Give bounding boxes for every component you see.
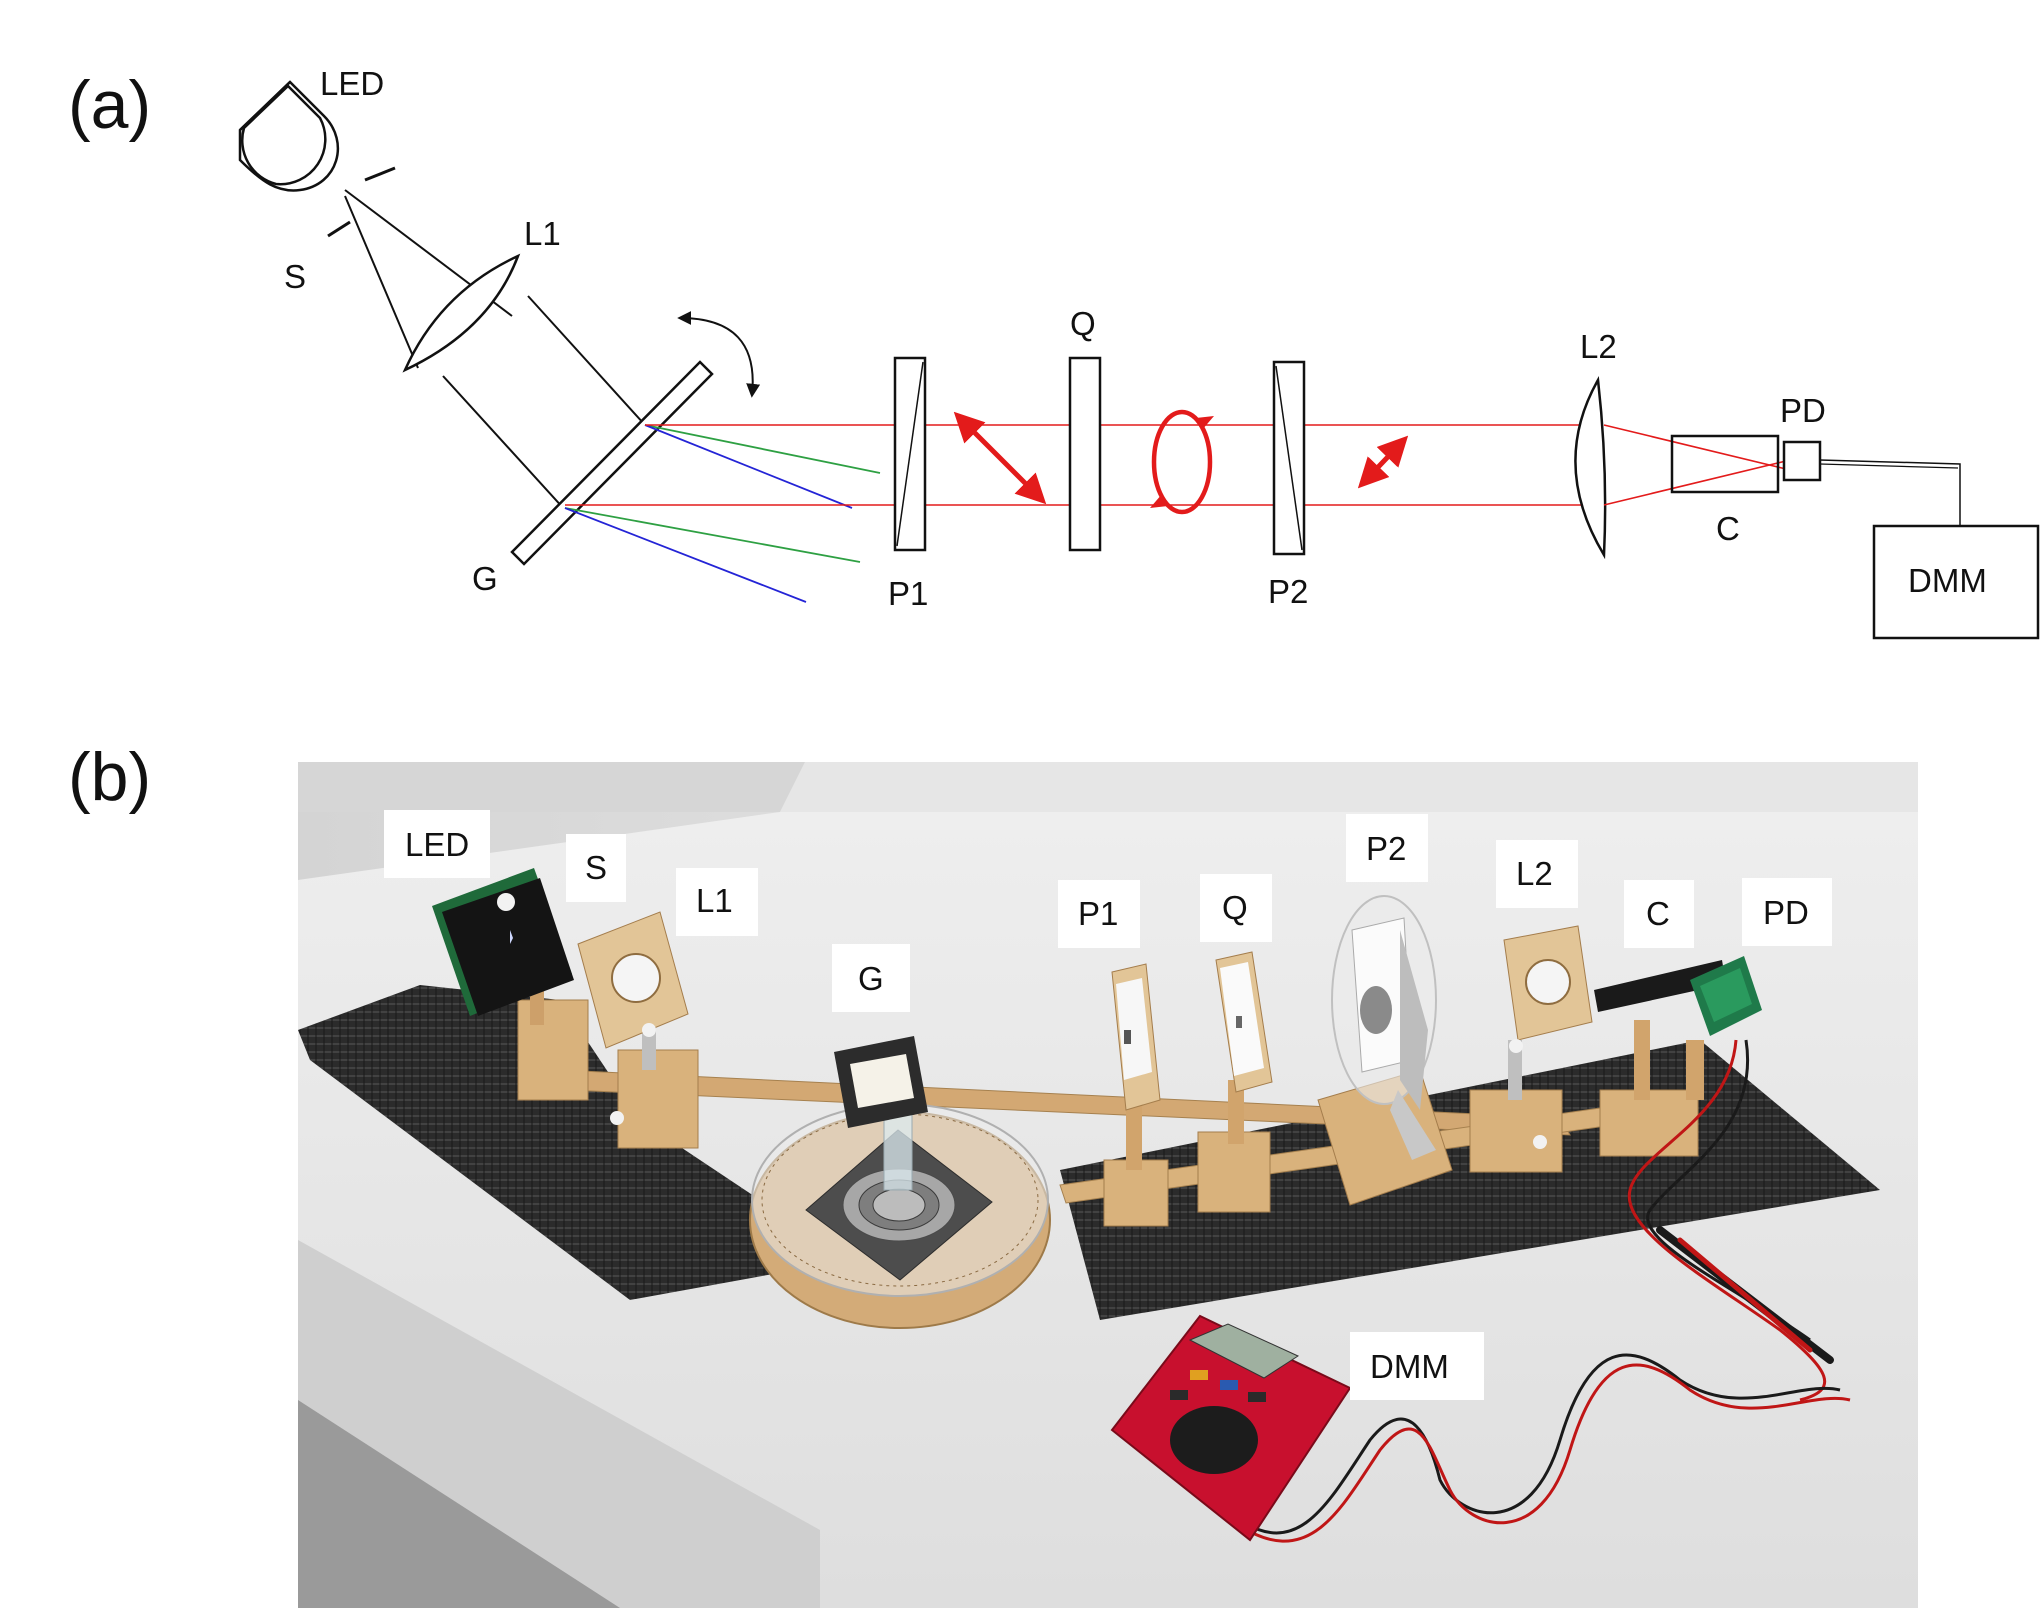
svg-text:LED: LED xyxy=(405,826,469,863)
mat-left xyxy=(298,985,850,1300)
led-body xyxy=(238,80,340,192)
lens-l2-mount xyxy=(1469,925,1593,1173)
svg-text:PD: PD xyxy=(1763,894,1809,931)
photodiode-symbol xyxy=(1782,440,1822,482)
green-beam-upper xyxy=(644,424,881,474)
polarizer-p2-mount xyxy=(1317,895,1453,1206)
rotation-stage xyxy=(749,1036,1051,1329)
multimeter-label: DMM xyxy=(1908,562,1987,599)
svg-text:P1: P1 xyxy=(1078,895,1118,932)
svg-text:Q: Q xyxy=(1222,889,1248,926)
tag-p2: P2 xyxy=(1346,814,1428,882)
tag-c: C xyxy=(1624,880,1694,948)
svg-text:C: C xyxy=(1646,895,1670,932)
rotation-arrow-icon xyxy=(677,311,761,398)
led-mount xyxy=(432,868,589,1101)
tag-dmm: DMM xyxy=(1350,1332,1484,1400)
cylinder-c-label: C xyxy=(1716,510,1740,547)
panel-b-photo: (b) xyxy=(68,739,1918,1608)
cable-red xyxy=(1627,1039,1827,1402)
waveplate-q-mount xyxy=(1197,951,1273,1213)
ray-upper-to-grating xyxy=(527,295,646,426)
svg-text:G: G xyxy=(858,960,884,997)
cylinder-c-symbol xyxy=(1670,434,1780,494)
waveplate-q-symbol xyxy=(1068,356,1102,552)
lens-l2-symbol xyxy=(1574,376,1607,560)
linear-polarization-arrow-icon xyxy=(953,411,1047,505)
multimeter-symbol xyxy=(1872,524,2040,640)
svg-text:S: S xyxy=(585,849,607,886)
panel-a-label: (a) xyxy=(68,67,151,143)
led-symbol xyxy=(238,80,340,192)
slit-label: S xyxy=(284,258,306,295)
polarizer-p1-symbol xyxy=(893,356,927,552)
lens-l2-label: L2 xyxy=(1580,328,1617,365)
svg-text:L1: L1 xyxy=(696,882,733,919)
svg-text:L2: L2 xyxy=(1516,855,1553,892)
tag-q: Q xyxy=(1200,874,1272,942)
slit-symbol xyxy=(327,166,396,238)
led-label: LED xyxy=(320,65,384,102)
grating-label: G xyxy=(472,560,498,597)
grating-symbol xyxy=(510,360,714,566)
ray-lower-to-grating xyxy=(442,375,566,511)
polarizer-p1-label: P1 xyxy=(888,575,928,612)
photodiode-label: PD xyxy=(1780,392,1826,429)
green-beam-lower xyxy=(564,507,861,563)
tag-l2: L2 xyxy=(1496,840,1578,908)
waveplate-q-label: Q xyxy=(1070,305,1096,342)
lens-l1-mount xyxy=(577,911,699,1149)
polarizer-p1-mount xyxy=(1103,963,1169,1227)
lens-l1-symbol xyxy=(402,253,521,373)
tag-l1: L1 xyxy=(676,868,758,936)
tag-pd: PD xyxy=(1742,878,1832,946)
svg-text:P2: P2 xyxy=(1366,830,1406,867)
polarizer-p2-symbol xyxy=(1272,360,1306,556)
tag-g: G xyxy=(832,944,910,1012)
red-converging-lower xyxy=(1603,459,1791,506)
tag-p1: P1 xyxy=(1058,880,1140,948)
panel-b-label: (b) xyxy=(68,739,151,815)
svg-text:DMM: DMM xyxy=(1370,1348,1449,1385)
panel-a-schematic: (a) LED S L1 G xyxy=(68,65,2040,640)
wire-to-dmm xyxy=(1819,459,1961,526)
cylinder-photodiode-mount xyxy=(1594,956,1762,1157)
blue-beam-lower xyxy=(564,507,807,603)
red-converging-upper xyxy=(1603,424,1791,471)
lens-l1-label: L1 xyxy=(524,215,561,252)
blue-beam-upper xyxy=(644,424,853,509)
circular-polarization-icon xyxy=(1150,409,1214,515)
polarizer-p2-label: P2 xyxy=(1268,573,1308,610)
ray-lower-to-lens xyxy=(344,195,419,369)
tag-led: LED xyxy=(384,810,490,878)
linear-polarization-arrow-2-icon xyxy=(1357,435,1409,489)
tag-slit: S xyxy=(566,834,626,902)
